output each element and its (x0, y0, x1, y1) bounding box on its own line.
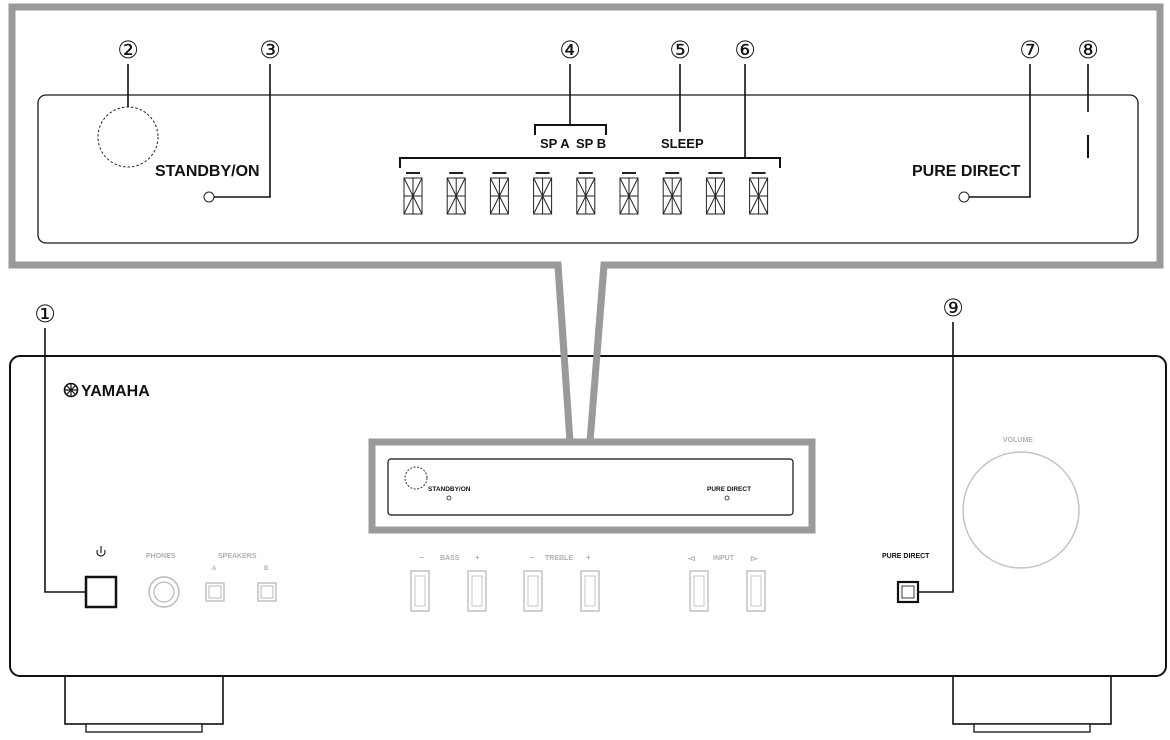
speaker-a-button-inner (208, 585, 222, 599)
treble-label: TREBLE (545, 555, 573, 562)
right-foot-base (973, 723, 1091, 733)
treble-minus-button[interactable] (523, 570, 543, 612)
callout-6: ⑥ (734, 36, 756, 64)
treble-plus-label: + (586, 553, 591, 562)
display-panel-small (387, 458, 794, 516)
phones-label: PHONES (146, 553, 176, 560)
right-foot (952, 675, 1112, 725)
mini-pure-direct-label: PURE DIRECT (707, 486, 751, 493)
sp-a-label: SP A (540, 136, 570, 151)
leader-9 (918, 322, 954, 593)
treble-plus-button-inner (584, 575, 596, 607)
speakers-label: SPEAKERS (218, 553, 257, 560)
bass-plus-label: + (475, 553, 480, 562)
standby-indicator-icon (203, 191, 215, 203)
callout-3: ③ (259, 36, 281, 64)
segment-character-1 (403, 172, 423, 215)
pure-direct-button-label: PURE DIRECT (882, 553, 930, 560)
segment-character-5 (576, 172, 596, 215)
callout-1: ① (34, 300, 56, 328)
speaker-a-button[interactable] (205, 582, 225, 602)
volume-knob[interactable] (962, 451, 1080, 569)
input-next-button-inner (750, 575, 762, 607)
leader-1 (44, 328, 86, 593)
yamaha-logo-icon (63, 382, 79, 398)
segment-character-7 (662, 172, 682, 215)
left-foot (64, 675, 224, 725)
segment-character-9 (749, 172, 769, 215)
callout-9: ⑨ (942, 294, 964, 322)
volume-label: VOLUME (1003, 437, 1033, 444)
bass-minus-button[interactable] (410, 570, 430, 612)
treble-plus-button[interactable] (580, 570, 600, 612)
power-button[interactable] (84, 575, 118, 609)
bass-plus-button[interactable] (467, 570, 487, 612)
brand-name: YAMAHA (81, 383, 150, 400)
segment-bracket (399, 157, 781, 168)
input-prev-button[interactable] (689, 570, 709, 612)
zoom-funnel (554, 264, 608, 443)
sleep-label: SLEEP (661, 136, 704, 151)
speaker-b-button[interactable] (257, 582, 277, 602)
speaker-b-button-inner (260, 585, 274, 599)
input-label: INPUT (713, 555, 735, 562)
mini-pure-direct-indicator-icon (724, 495, 730, 501)
mini-standby-indicator-icon (446, 495, 452, 501)
character-display (403, 172, 769, 215)
segment-character-8 (705, 172, 725, 215)
segment-character-4 (533, 172, 553, 215)
input-prev-button-inner (693, 575, 705, 607)
treble-minus-label: − (530, 553, 535, 562)
input-next-label: ▻ (750, 553, 759, 563)
treble-minus-button-inner (527, 575, 539, 607)
speaker-a-label: A (212, 566, 217, 572)
left-foot-base (85, 723, 203, 733)
bass-plus-button-inner (471, 575, 483, 607)
amplifier-body (9, 355, 1167, 677)
power-icon (96, 546, 106, 557)
leader-7 (969, 64, 1031, 198)
callout-8: ⑧ (1077, 36, 1099, 64)
pure-direct-indicator-icon (958, 191, 970, 203)
standby-on-label: STANDBY/ON (155, 163, 260, 180)
callout-2: ② (117, 36, 139, 64)
bass-minus-button-inner (414, 575, 426, 607)
mini-remote-sensor-icon (404, 466, 428, 490)
segment-character-2 (446, 172, 466, 215)
pure-direct-button-inner (901, 585, 915, 599)
bass-label: BASS (440, 555, 460, 562)
segment-character-6 (619, 172, 639, 215)
zoom-source-frame (368, 438, 816, 534)
phones-jack-inner (153, 581, 175, 603)
mini-standby-label: STANDBY/ON (428, 486, 471, 493)
segment-character-3 (489, 172, 509, 215)
bass-minus-label: − (419, 553, 424, 562)
pure-direct-button[interactable] (896, 580, 920, 604)
input-prev-label: ◅ (687, 553, 696, 563)
display-panel-enlarged (37, 94, 1139, 244)
callout-4: ④ (559, 36, 581, 64)
input-next-button[interactable] (746, 570, 766, 612)
speaker-b-label: B (264, 566, 269, 572)
callout-7: ⑦ (1019, 36, 1041, 64)
leader-3 (214, 64, 271, 198)
callout-5: ⑤ (669, 36, 691, 64)
sp-b-label: SP B (576, 136, 606, 151)
pure-direct-display-label: PURE DIRECT (912, 163, 1021, 180)
